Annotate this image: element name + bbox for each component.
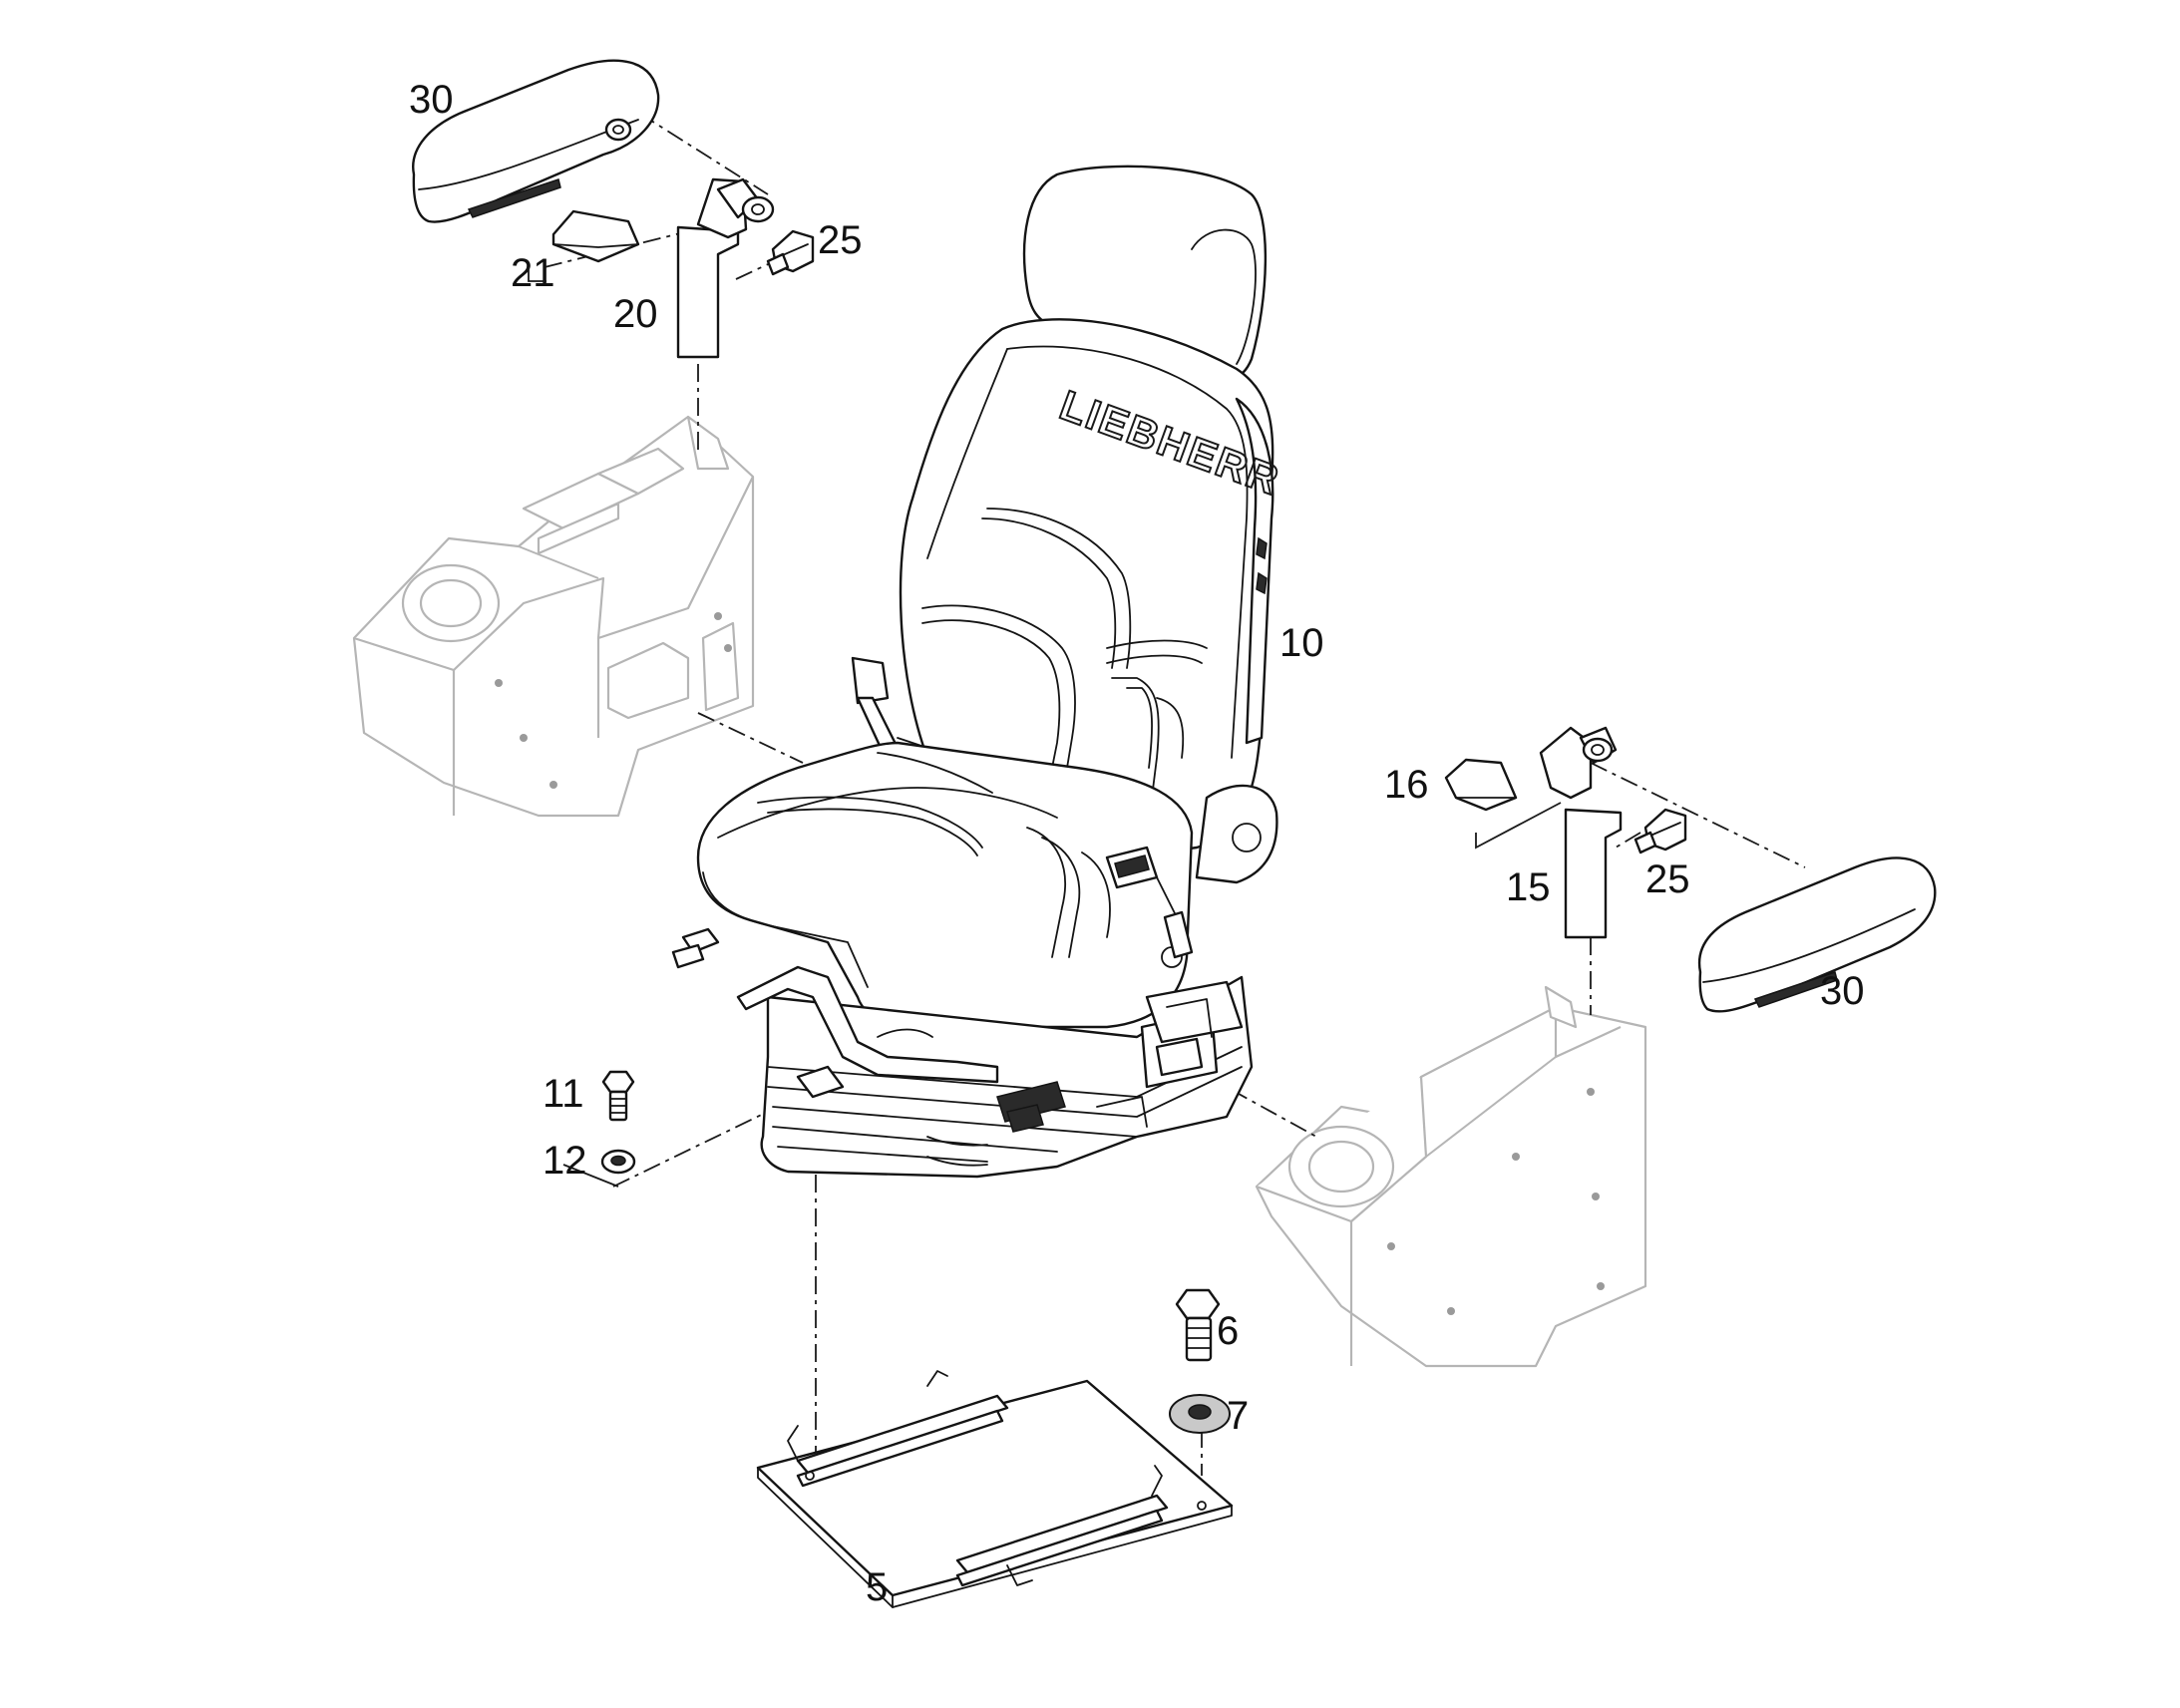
bolt-large	[1175, 1288, 1221, 1362]
callout-cover-right: 16	[1384, 763, 1429, 807]
callout-knob-right: 25	[1645, 857, 1690, 901]
callout-base-plate: 5	[866, 1565, 888, 1609]
callout-bolt-large: 6	[1217, 1309, 1239, 1353]
seat: LIEBHERR	[671, 165, 1287, 1179]
washer-large	[1169, 1394, 1231, 1434]
callout-labels: 30 21 20 25 10 16 15 25 30 11 12 6 7 5	[409, 78, 1865, 1609]
callout-washer-small: 12	[543, 1139, 587, 1183]
cover-left	[551, 209, 640, 263]
leader-cover-right	[1475, 802, 1562, 850]
bolt-small	[601, 1070, 635, 1122]
leader-small-fastener	[562, 1164, 619, 1188]
callout-washer-large: 7	[1227, 1394, 1249, 1438]
callout-bracket-right: 15	[1506, 865, 1551, 909]
right-console-reference	[1255, 985, 1647, 1368]
armrest-right	[1697, 856, 1937, 1013]
callout-knob-left: 25	[818, 218, 863, 262]
callout-armrest-left: 30	[409, 78, 454, 122]
armrest-left	[412, 59, 660, 223]
washer-small	[600, 1149, 636, 1175]
leader-cover-left	[528, 267, 546, 282]
bracket-left	[676, 177, 775, 359]
base-plate	[756, 1370, 1234, 1608]
callout-armrest-right: 30	[1820, 969, 1865, 1013]
callout-cover-left: 21	[511, 251, 555, 295]
callout-bolt-small: 11	[543, 1072, 584, 1116]
callout-bracket-left: 20	[613, 292, 658, 336]
cover-right	[1444, 758, 1518, 812]
callout-seat: 10	[1279, 621, 1324, 665]
bracket-right	[1539, 726, 1623, 939]
knob-left	[766, 229, 815, 276]
left-console-reference	[352, 415, 755, 818]
knob-right	[1634, 808, 1687, 854]
